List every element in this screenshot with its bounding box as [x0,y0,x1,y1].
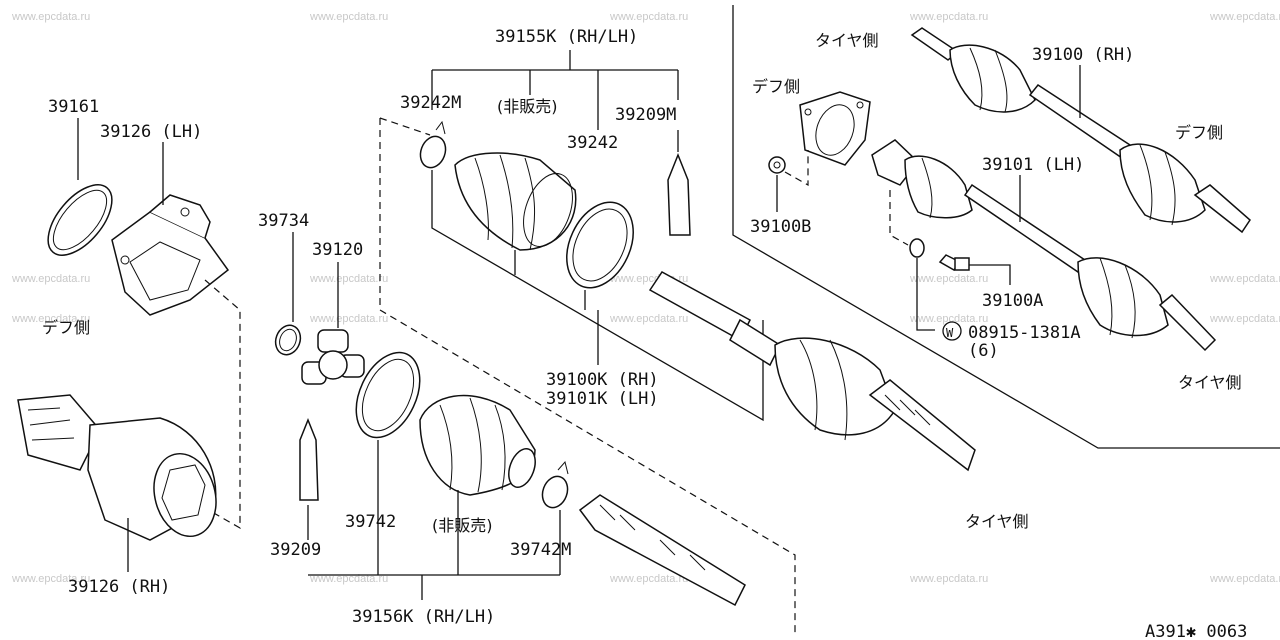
watermark: www.epcdata.ru [309,313,388,325]
diff-side-label: デフ側 [42,318,90,337]
watermark: www.epcdata.ru [11,11,90,23]
label-39156k: 39156K (RH/LH) [352,607,495,627]
watermark: www.epcdata.ru [309,573,388,585]
label-39120: 39120 [312,240,363,260]
label-39242m: 39242M [400,93,461,113]
boot-lower-drawing [419,394,536,496]
label-qty-6: (6) [968,341,999,361]
label-39742m: 39742M [510,540,571,560]
label-39161: 39161 [48,97,99,117]
label-39242: 39242 [567,133,618,153]
watermark: www.epcdata.ru [909,573,988,585]
watermark: www.epcdata.ru [609,313,688,325]
watermark: www.epcdata.ru [1209,313,1280,325]
label-39100a: 39100A [982,291,1043,311]
label-39734: 39734 [258,211,309,231]
watermark: www.epcdata.ru [609,11,688,23]
outer-joint-39126-rh-drawing [17,394,217,541]
watermark: www.epcdata.ru [909,313,988,325]
label-39101k: 39101K (LH) [546,389,659,409]
label-08915-1381a: 08915-1381A [968,323,1081,343]
not-sold-label-lower: (非販売) [432,516,493,535]
label-39100k: 39100K (RH) [546,370,659,390]
tire-side-label-right: タイヤ側 [1178,373,1242,392]
label-39209: 39209 [270,540,321,560]
band-39161-drawing [47,184,113,256]
clamp-39242m-drawing [419,120,447,169]
washer-marker-w: W [946,326,954,340]
watermark: www.epcdata.ru [11,313,90,325]
watermark: www.epcdata.ru [309,11,388,23]
grease-tube-39209-drawing [299,417,319,501]
watermark: www.epcdata.ru [609,573,688,585]
page-code: A391✱ 0063 [1145,622,1247,640]
label-39126-lh: 39126 (LH) [100,122,202,142]
housing-39126-lh-drawing [111,194,230,316]
tire-side-label-top: タイヤ側 [815,31,879,50]
band-39742-drawing [355,351,421,439]
diff-side-label-right: デフ側 [752,77,800,96]
washer-drawing [909,238,925,258]
label-39155k: 39155K (RH/LH) [495,27,638,47]
grease-tube-39209m-drawing [667,152,691,236]
band-39242-drawing [566,201,634,289]
watermark: www.epcdata.ru [909,11,988,23]
watermark: www.epcdata.ru [11,273,90,285]
label-39100b: 39100B [750,217,811,237]
label-39209m: 39209M [615,105,676,125]
nut-39100b-drawing [768,156,786,174]
shaft-39101-lh-drawing [871,139,1217,352]
bolt-39100a-drawing [938,254,970,271]
watermark: www.epcdata.ru [1209,273,1280,285]
label-39742: 39742 [345,512,396,532]
watermark: www.epcdata.ru [909,273,988,285]
watermark: www.epcdata.ru [1209,11,1280,23]
shaft-stub-lower-drawing [578,494,746,607]
boot-upper-drawing [454,152,577,251]
clamp-39742m-drawing [541,460,569,509]
label-39126-rh: 39126 (RH) [68,577,170,597]
watermark: www.epcdata.ru [309,273,388,285]
diff-side-label-far-right: デフ側 [1175,123,1223,142]
watermark: www.epcdata.ru [1209,573,1280,585]
tire-side-label-bottom: タイヤ側 [965,512,1029,531]
main-shaft-drawing [648,271,976,472]
flange-housing-drawing [799,91,871,166]
spider-39120-drawing [301,329,365,385]
snap-ring-39734-drawing [274,324,302,356]
label-39100-rh: 39100 (RH) [1032,45,1134,65]
watermark: www.epcdata.ru [11,573,90,585]
not-sold-label-upper: (非販売) [497,97,558,116]
shaft-39100-rh-drawing [910,27,1251,234]
label-39101-lh: 39101 (LH) [982,155,1084,175]
